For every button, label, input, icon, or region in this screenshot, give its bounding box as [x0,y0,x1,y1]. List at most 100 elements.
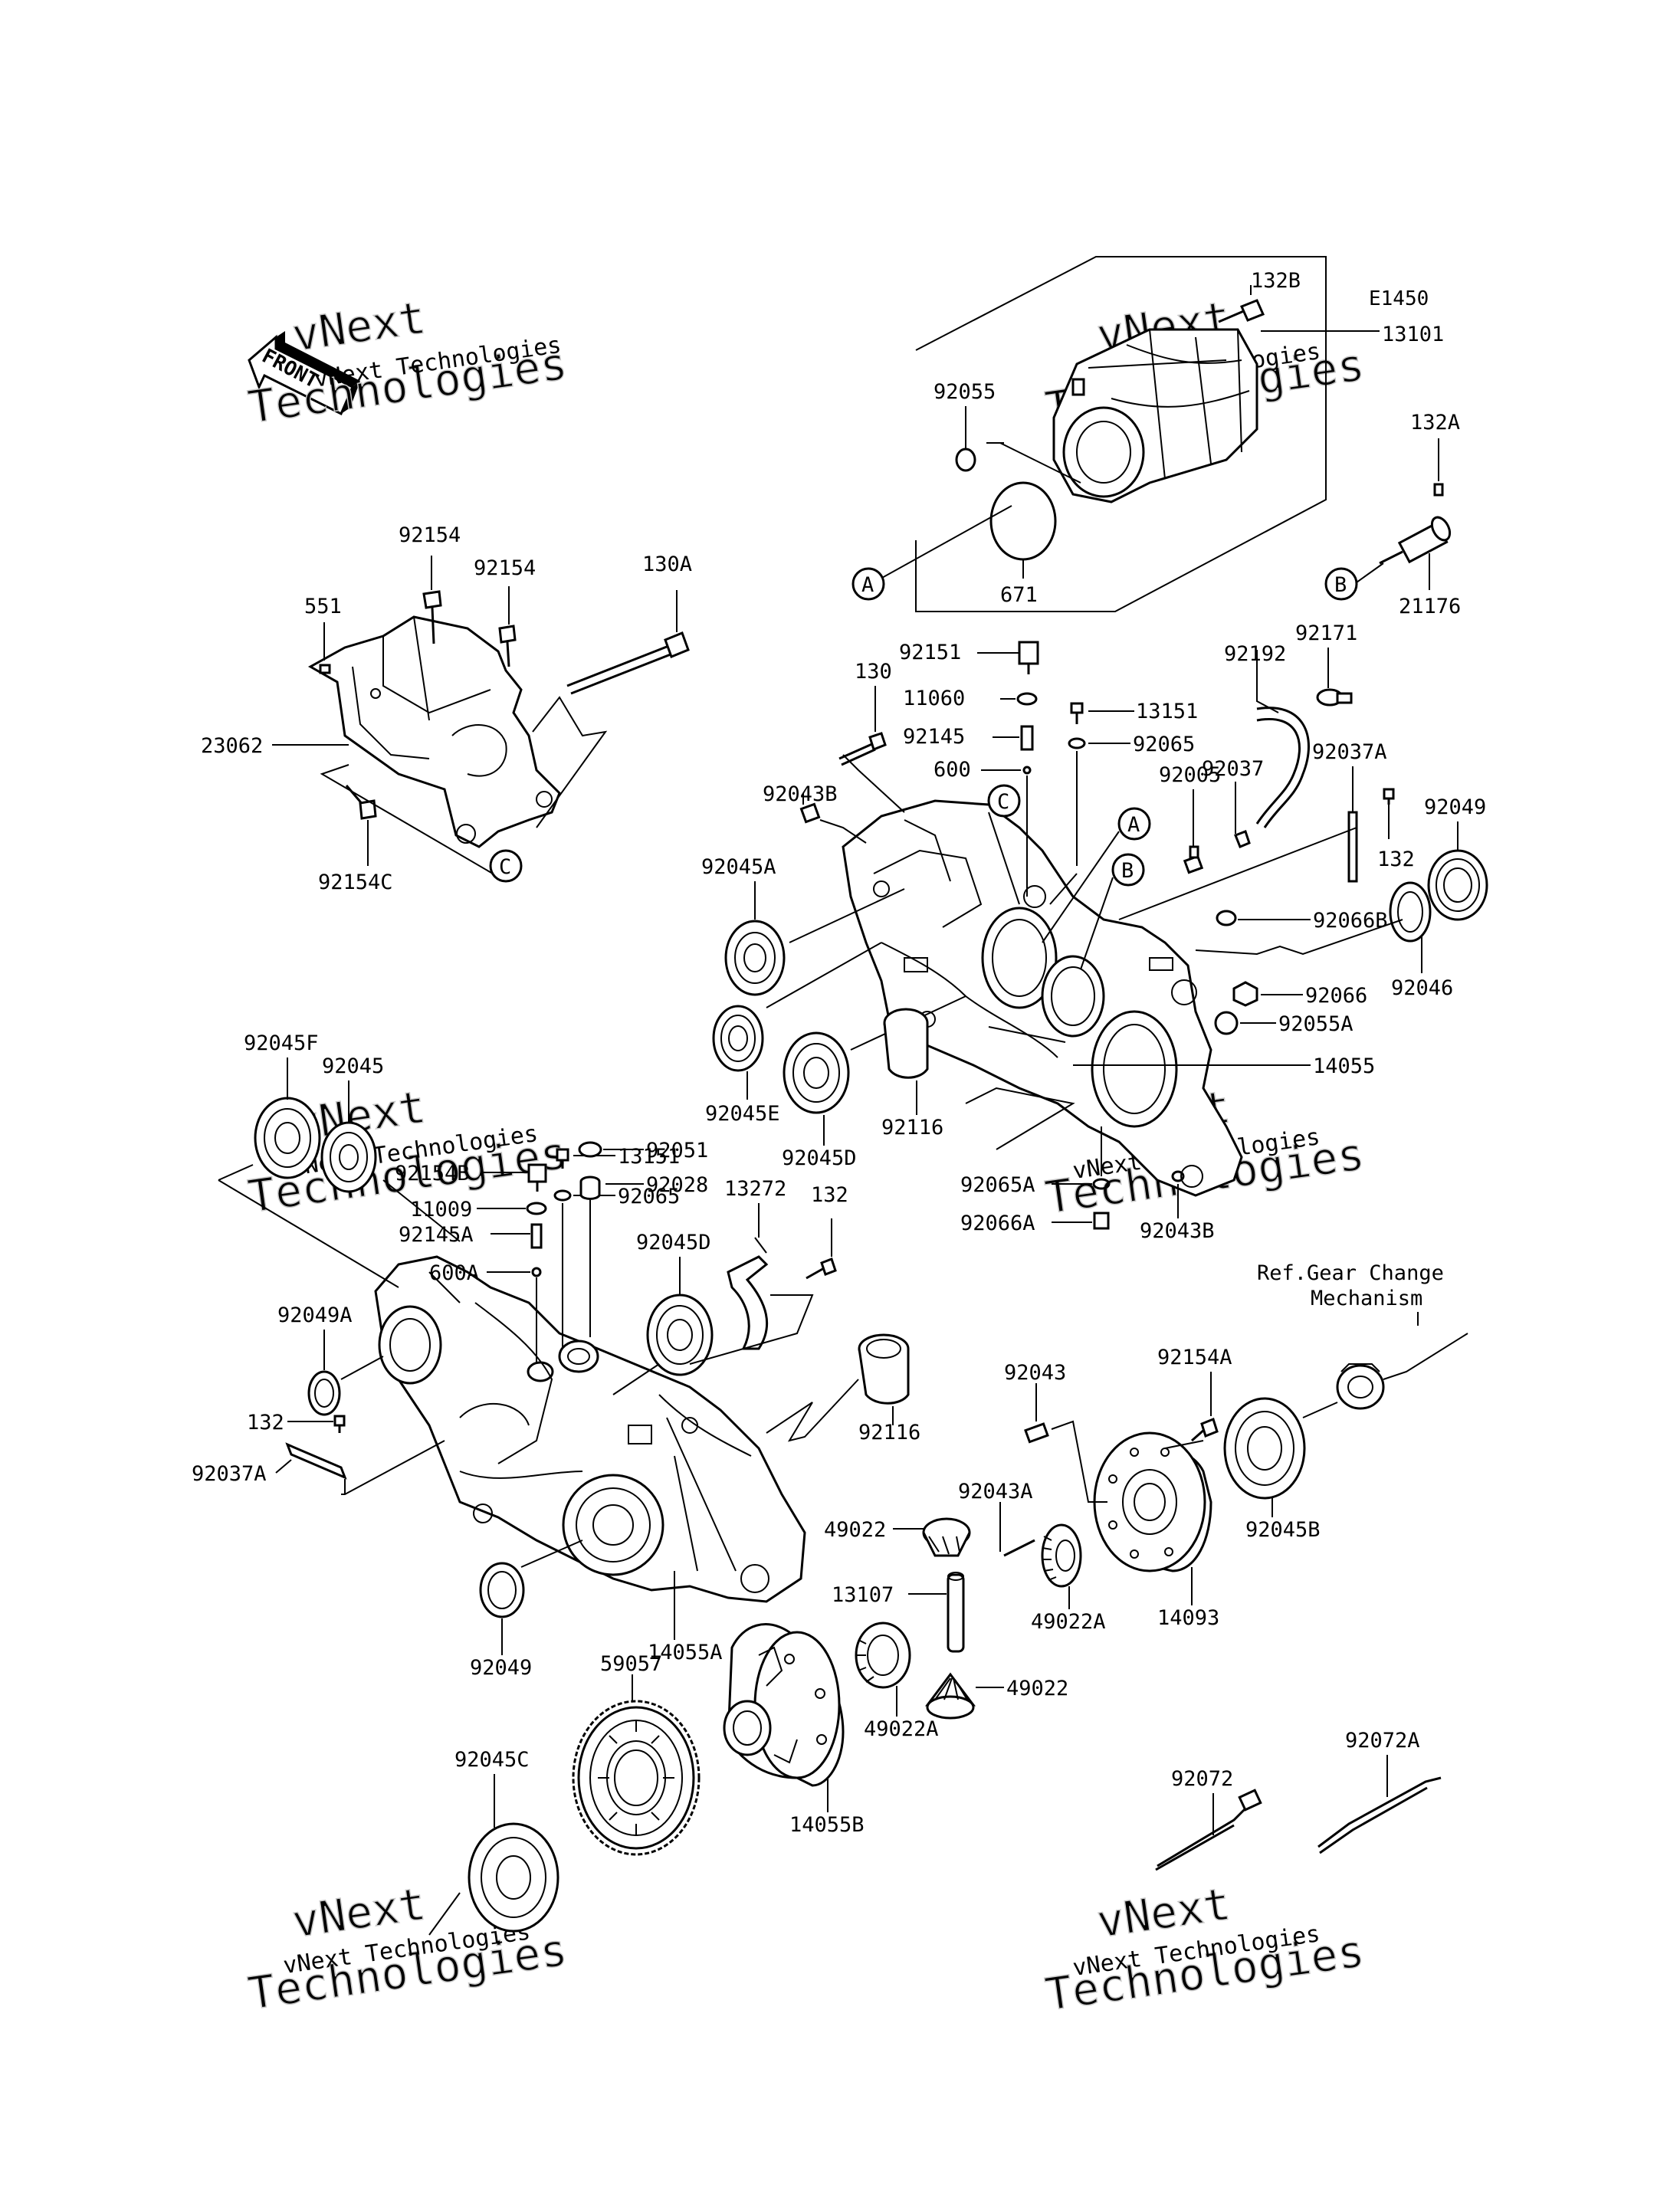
seal-92051-icon [578,1141,602,1158]
bearing-92045F-icon [254,1097,321,1179]
bearing-92045B-icon [1223,1397,1306,1500]
bearing-92045D-icon [646,1294,714,1376]
part-label: 92043A [958,1480,1033,1503]
part-label: 92055A [1278,1012,1354,1036]
part-label: 11009 [410,1198,472,1221]
part-label: 13107 [832,1583,894,1607]
bolt-132-icon [1383,788,1395,805]
part-label: 13151 [618,1145,680,1169]
gear-49022A-icon [855,1622,911,1689]
part-label: 132A [1410,411,1460,434]
part-label: 92154 [474,556,536,580]
case-14055A-icon [374,1255,806,1603]
ref-letter: B [1334,573,1347,597]
nut-92037-icon [1234,830,1251,848]
fitting-92005-icon [1183,845,1204,874]
part-label: 130A [642,553,692,576]
part-label: 92043B [1140,1219,1215,1243]
bolt-13151-icon [556,1148,569,1169]
bolt-130A-icon [566,631,690,695]
part-label: 14055A [648,1641,723,1664]
part-label: 23062 [201,734,263,758]
ref-letter: A [861,573,874,597]
case-14093-icon [1093,1431,1212,1572]
bolt-92154-icon [498,625,517,667]
clamp-92171-icon [1316,688,1353,707]
part-label: 92037A [1312,740,1387,764]
ref-circle-A [851,567,885,601]
seal-92049A-icon [307,1370,341,1416]
part-label: 130 [855,660,892,684]
gear-49022-icon [922,1517,971,1557]
part-label: 13272 [724,1177,786,1201]
part-label: 92066 [1305,984,1367,1008]
part-label: 92066A [960,1212,1035,1235]
filter-92028-icon [579,1176,601,1200]
nut-92066-icon [1232,981,1258,1007]
part-label: 49022 [1006,1677,1068,1700]
part-label: 92154 [399,523,461,547]
part-label: 132 [1377,848,1415,871]
guide-13272-icon [727,1255,769,1350]
part-label: 14093 [1157,1606,1219,1630]
part-label: 92045A [701,855,776,879]
part-label: 21176 [1399,595,1461,618]
part-label: 92037 [1202,757,1264,781]
part-label: 92065 [1133,733,1195,756]
dowel-92043-icon [1024,1422,1049,1444]
part-label: 49022A [864,1717,939,1741]
bolt-132-icon [806,1258,837,1280]
gear-change-icon [1336,1363,1385,1410]
bearing-92045-icon [320,1121,377,1193]
part-label: 92065 [618,1185,680,1208]
part-label: 92046 [1391,976,1453,1000]
part-label: 92051 [646,1139,708,1162]
bolt-132-icon [333,1415,346,1433]
part-label: 92045D [782,1146,857,1170]
ref-letter: B [1121,859,1134,883]
seal-92049-icon [479,1562,525,1618]
shim-92037A-icon [285,1442,347,1480]
part-label: 92043B [763,782,838,806]
bracket-23062-icon [307,615,561,848]
part-label: 92116 [881,1116,943,1139]
part-label: 49022 [824,1518,886,1542]
ref-circle-C [489,849,523,883]
shim-92037A-icon [1347,811,1358,883]
ball-600A-icon [531,1267,542,1277]
part-label: 92045F [244,1031,319,1055]
plug-92154B-icon [527,1163,547,1192]
bolt-130-icon [838,732,887,766]
part-label: 600 [934,758,971,782]
gear-49022A-icon [1041,1523,1082,1588]
hose-92192-icon [1256,707,1310,828]
washer-92065A-icon [1092,1178,1111,1190]
part-label: 600A [429,1261,479,1285]
diagram-code: E1450 [1369,287,1429,310]
ball-600-icon [1022,766,1032,775]
part-label: 92072 [1171,1767,1233,1791]
part-label: 551 [304,595,342,618]
part-label: 92072A [1345,1729,1420,1753]
part-label: 92145A [399,1223,474,1247]
part-label: 92065A [960,1173,1035,1197]
part-label: 92045E [705,1102,780,1126]
seal-92049-icon [1427,849,1488,921]
part-label: 92154B [395,1162,470,1185]
plug-92066A-icon [1093,1212,1110,1230]
bearing-92045C-icon [468,1822,559,1933]
ref-circle-B [1111,853,1145,887]
bolt-92154A-icon [1191,1418,1219,1442]
bearing-92045A-icon [724,920,786,996]
ref-letter: A [1127,813,1140,837]
cover-group: A [851,256,1380,612]
part-label: 13151 [1136,700,1198,723]
cover-13101-icon [1052,328,1258,503]
ref-circle-C [987,784,1021,818]
part-label: 92045C [454,1748,530,1772]
part-label: 13101 [1382,323,1444,346]
reference-note-line2: Mechanism [1311,1287,1422,1310]
watermark-bottom-right: vNext Technologies vNext Technologies [1042,1877,1368,2021]
part-label: 11060 [903,687,965,710]
